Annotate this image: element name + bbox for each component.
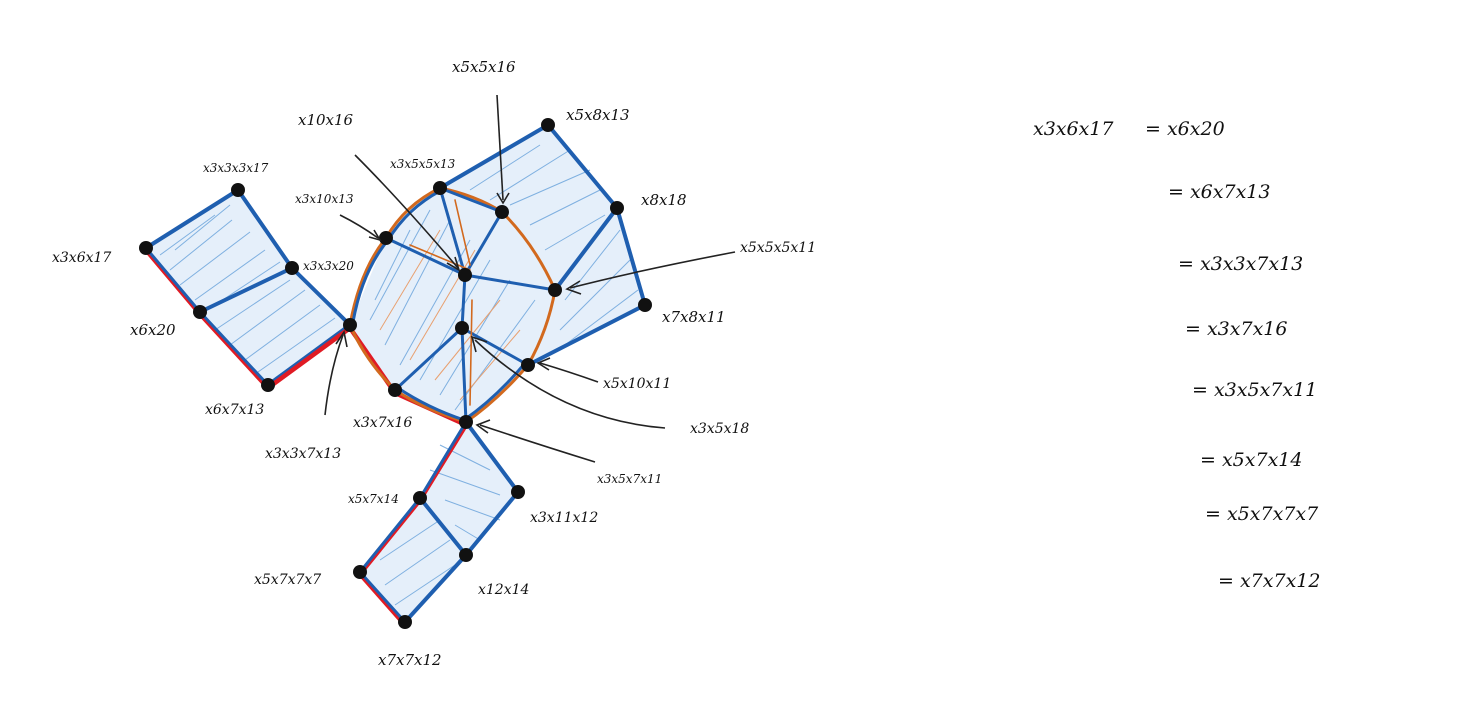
region-upper-right-top xyxy=(440,125,617,290)
arrow-x3x5x18 xyxy=(474,339,666,429)
vertex-x5x8x13 xyxy=(541,118,555,132)
vertex-x8x18 xyxy=(610,201,624,215)
label-x10x16: x10x16 xyxy=(298,111,354,129)
arrow-x3x10x13 xyxy=(339,214,379,239)
shaded-regions xyxy=(146,125,645,622)
label-x3x10x13: x3x10x13 xyxy=(295,192,354,206)
vertex-x5x5x16 xyxy=(495,205,509,219)
vertex-x3x10x13 xyxy=(379,231,393,245)
arrow-x3x5x7x11 xyxy=(479,424,596,463)
label-x6x7x13: x6x7x13 xyxy=(205,402,264,418)
vertex-x6x7x13 xyxy=(261,378,275,392)
vertex-x3x5x7x11 xyxy=(459,415,473,429)
vertex-x10x16 xyxy=(458,268,472,282)
vertex-x3x5x18 xyxy=(455,321,469,335)
red-path-3 xyxy=(265,325,353,391)
region-upper-left-bottom xyxy=(200,268,350,385)
label-x5x5x5x11: x5x5x5x11 xyxy=(740,240,816,256)
vertex-x3x3x7x13 xyxy=(343,318,357,332)
label-x5x10x11: x5x10x11 xyxy=(603,376,671,392)
equation-line-2: = x6x7x13 xyxy=(1168,181,1270,203)
vertex-x5x5x5x11 xyxy=(548,283,562,297)
vertex-x7x7x12 xyxy=(398,615,412,629)
equation-line-5: = x3x5x7x11 xyxy=(1192,379,1317,401)
label-x3x7x16: x3x7x16 xyxy=(353,415,412,431)
label-x3x3x3x17: x3x3x3x17 xyxy=(203,161,269,175)
label-x3x5x5x13: x3x5x5x13 xyxy=(390,157,456,171)
arrow-x3x3x7x13 xyxy=(324,334,344,416)
region-lower-bottom xyxy=(360,498,466,622)
label-x3x3x7x13: x3x3x7x13 xyxy=(265,446,341,462)
label-x3x3x20: x3x3x20 xyxy=(303,259,354,273)
label-x7x8x11: x7x8x11 xyxy=(662,308,726,326)
equation-line-7: = x5x7x7x7 xyxy=(1205,503,1319,525)
equation-line-8: = x7x7x12 xyxy=(1218,570,1320,592)
vertex-x7x8x11 xyxy=(638,298,652,312)
region-lower-top xyxy=(420,422,518,555)
label-x8x18: x8x18 xyxy=(641,191,687,209)
label-x5x8x13: x5x8x13 xyxy=(566,106,630,124)
label-x5x7x14: x5x7x14 xyxy=(348,492,399,506)
equation-chain: x3x6x17 = x6x20 = x6x7x13 = x3x3x7x13 = … xyxy=(1033,118,1320,592)
arrow-x5x5x16 xyxy=(496,94,504,201)
vertices xyxy=(139,118,652,629)
vertex-x3x3x3x17 xyxy=(231,183,245,197)
equation-line-4: = x3x7x16 xyxy=(1185,318,1287,340)
label-x6x20: x6x20 xyxy=(130,321,176,339)
label-x3x11x12: x3x11x12 xyxy=(530,510,598,526)
label-x12x14: x12x14 xyxy=(478,582,529,598)
vertex-x5x7x7x7 xyxy=(353,565,367,579)
region-upper-left-top xyxy=(146,190,292,312)
vertex-labels: x5x5x16 x5x8x13 x10x16 x3x5x5x13 x3x3x3x… xyxy=(52,58,816,669)
label-x5x7x7x7: x5x7x7x7 xyxy=(254,572,321,588)
annotation-arrows xyxy=(324,94,736,463)
arrow-x5x5x5x11 xyxy=(569,251,736,289)
arrow-x10x16 xyxy=(354,154,459,269)
vertex-x3x7x16 xyxy=(388,383,402,397)
vertex-x6x20 xyxy=(193,305,207,319)
equation-lhs: x3x6x17 xyxy=(1033,118,1114,140)
equation-line-1: = x6x20 xyxy=(1145,118,1225,140)
vertex-x3x5x5x13 xyxy=(433,181,447,195)
vertex-x5x10x11 xyxy=(521,358,535,372)
vertex-x3x3x20 xyxy=(285,261,299,275)
label-x5x5x16: x5x5x16 xyxy=(452,58,516,76)
vertex-x12x14 xyxy=(459,548,473,562)
label-x7x7x12: x7x7x12 xyxy=(378,651,442,669)
arrow-x5x10x11 xyxy=(539,362,599,383)
equation-line-3: = x3x3x7x13 xyxy=(1178,253,1303,275)
vertex-x3x6x17 xyxy=(139,241,153,255)
label-x3x6x17: x3x6x17 xyxy=(52,250,111,266)
vertex-x5x7x14 xyxy=(413,491,427,505)
vertex-x3x11x12 xyxy=(511,485,525,499)
label-x3x5x18: x3x5x18 xyxy=(690,421,749,437)
region-upper-right-bottom xyxy=(528,208,645,365)
label-x3x5x7x11: x3x5x7x11 xyxy=(597,472,662,486)
equation-line-6: = x5x7x14 xyxy=(1200,449,1302,471)
